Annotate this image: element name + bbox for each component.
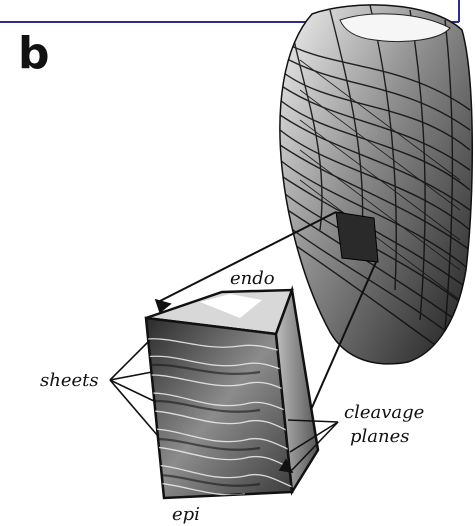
label-planes: planes (350, 426, 410, 447)
label-endo: endo (230, 268, 275, 289)
label-sheets: sheets (40, 370, 99, 391)
tissue-block (140, 290, 318, 498)
heart-ventricle (280, 5, 472, 370)
panel-label: b (18, 28, 50, 79)
label-cleavage: cleavage (344, 402, 424, 423)
label-epi: epi (172, 504, 200, 525)
